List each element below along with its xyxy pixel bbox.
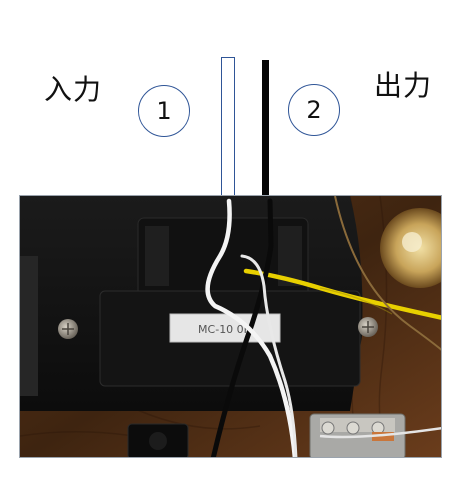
white-wire — [205, 198, 298, 457]
component-sticker — [169, 313, 281, 343]
yellow-wire-shadow — [319, 287, 393, 315]
pot-terminal-2 — [346, 421, 360, 435]
pot-copper-lead — [372, 432, 394, 441]
black-wire-indicator — [262, 60, 269, 205]
circuit-photo: MC-10 0H — [19, 195, 442, 458]
circuit-photo-illustration: MC-10 0H — [20, 196, 441, 457]
output-label: 出力 — [374, 69, 433, 102]
transformer-clamp-left — [145, 226, 169, 286]
white-wire-secondary — [240, 254, 298, 457]
component-sticker-text: MC-10 0H — [198, 323, 252, 336]
bulb-highlight — [402, 232, 422, 252]
marker-circle-1: 1 — [138, 85, 190, 137]
marker-circle-2: 2 — [288, 84, 340, 136]
pot-wire — [319, 427, 441, 439]
screw-left-slot — [62, 323, 74, 335]
brown-wire — [334, 196, 441, 351]
output-jack-hole — [149, 432, 167, 450]
white-wire-indicator — [221, 57, 235, 204]
input-label: 入力 — [44, 73, 103, 106]
black-wire — [210, 198, 274, 457]
screw-right-slot — [362, 321, 374, 333]
plate-edge — [20, 256, 38, 396]
marker-number-2: 2 — [306, 96, 322, 124]
marker-number-1: 1 — [156, 97, 172, 125]
pot-terminal-1 — [321, 421, 335, 435]
